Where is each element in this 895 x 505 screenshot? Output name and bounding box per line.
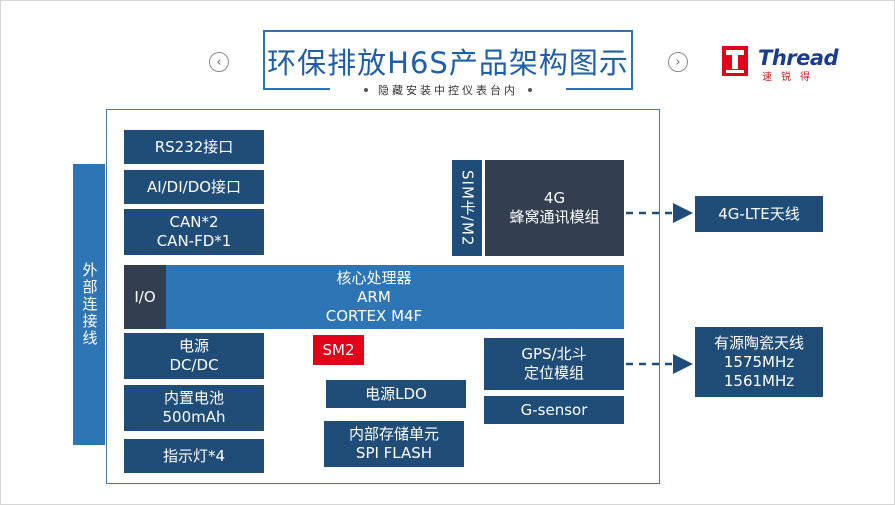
gps-antenna-label-2: 1575MHz — [723, 352, 795, 371]
gps-antenna-block: 有源陶瓷天线 1575MHz 1561MHz — [695, 327, 823, 397]
ldo-block: 电源LDO — [326, 380, 466, 408]
logo-word: Thread — [758, 46, 839, 70]
thread-logo-icon — [722, 46, 748, 76]
io-block: I/O — [124, 265, 166, 329]
cpu-label-1: 核心处理器 — [336, 268, 412, 287]
logo-sub: 速锐得 — [762, 72, 819, 83]
can-block: CAN*2 CAN-FD*1 — [124, 209, 264, 255]
indicator-label: 指示灯*4 — [162, 446, 226, 465]
power-block: 电源 DC/DC — [124, 333, 264, 379]
can-label-1: CAN*2 — [169, 213, 219, 231]
sm2-label: SM2 — [322, 340, 355, 359]
rs232-block: RS232接口 — [124, 130, 264, 164]
storage-block: 内部存储单元 SPI FLASH — [324, 421, 464, 467]
subtitle-dot-left — [364, 88, 368, 92]
storage-label-1: 内部存储单元 — [348, 425, 439, 443]
power-label-2: DC/DC — [169, 356, 219, 374]
gsensor-block: G-sensor — [484, 396, 624, 424]
gps-module-block: GPS/北斗 定位模组 — [484, 338, 624, 390]
battery-label-1: 内置电池 — [163, 389, 224, 407]
page-subtitle: 隐藏安装中控仪表台内 — [378, 84, 518, 97]
gps-antenna-label-1: 有源陶瓷天线 — [713, 333, 804, 352]
sim-label: SIM卡/M2 — [458, 169, 477, 247]
cpu-label-3: CORTEX M4F — [325, 306, 423, 325]
battery-block: 内置电池 500mAh — [124, 385, 264, 431]
indicator-block: 指示灯*4 — [124, 439, 264, 473]
lte-antenna-block: 4G-LTE天线 — [695, 196, 823, 232]
page-title: 环保排放H6S产品架构图示 — [267, 46, 629, 80]
aidido-block: AI/DI/DO接口 — [124, 170, 264, 204]
gps-label-2: 定位模组 — [523, 364, 584, 382]
power-label-1: 电源 — [178, 337, 209, 355]
sm2-block: SM2 — [313, 335, 364, 365]
subtitle-bar: 隐藏安装中控仪表台内 — [330, 82, 566, 98]
external-connection-bar: 外部连接线 — [73, 164, 105, 445]
gps-antenna-label-3: 1561MHz — [723, 371, 795, 390]
ldo-label: 电源LDO — [365, 384, 427, 403]
storage-label-2: SPI FLASH — [355, 444, 433, 462]
cpu-block: 核心处理器 ARM CORTEX M4F — [124, 265, 624, 329]
io-label: I/O — [134, 287, 156, 306]
rs232-label: RS232接口 — [154, 137, 234, 156]
battery-label-2: 500mAh — [162, 408, 226, 426]
device-box — [106, 109, 660, 484]
can-label-2: CAN-FD*1 — [156, 232, 232, 250]
prev-icon[interactable]: ‹ — [209, 52, 229, 72]
cellular-label-2: 蜂窝通讯模组 — [509, 208, 600, 226]
cellular-module-block: 4G 蜂窝通讯模组 — [485, 160, 624, 256]
aidido-label: AI/DI/DO接口 — [146, 177, 242, 196]
subtitle-dot-right — [528, 88, 532, 92]
gps-label-1: GPS/北斗 — [521, 345, 587, 363]
sim-block: SIM卡/M2 — [452, 160, 482, 256]
cpu-label-2: ARM — [357, 287, 391, 306]
cellular-label-1: 4G — [543, 189, 566, 207]
lte-antenna-label: 4G-LTE天线 — [718, 204, 800, 223]
gsensor-label: G-sensor — [520, 400, 588, 419]
brand-logo: Thread 速锐得 — [722, 46, 842, 83]
next-icon[interactable]: › — [668, 52, 688, 72]
external-connection-label: 外部连接线 — [80, 262, 99, 347]
